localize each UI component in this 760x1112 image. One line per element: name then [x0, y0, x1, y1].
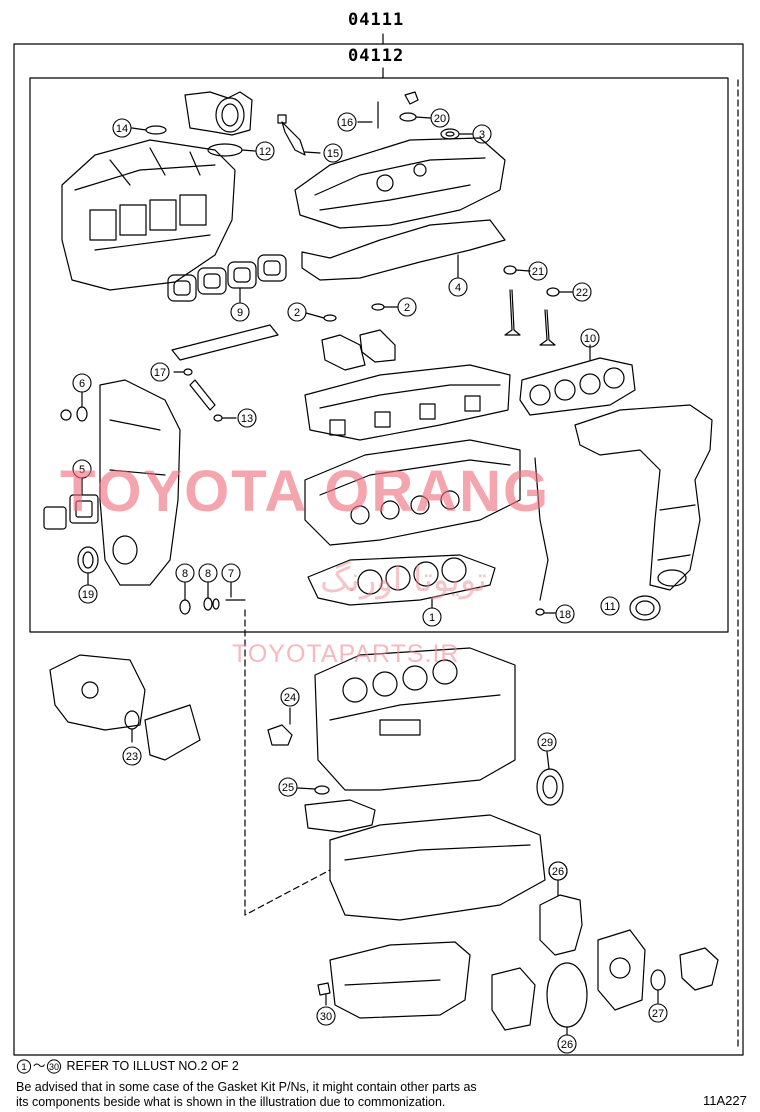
- sensor-24-shape: [267, 724, 293, 746]
- callout-1: 1: [429, 612, 435, 624]
- callout-21: 21: [532, 266, 544, 278]
- intake-gaskets-9: [167, 254, 287, 303]
- oil-seal-19-shape: [77, 546, 99, 574]
- camshaft-housing: [304, 364, 511, 441]
- advisory-line-1: Be advised that in some case of the Gask…: [16, 1080, 477, 1094]
- callout-19: 19: [82, 589, 94, 601]
- callout-4: 4: [455, 282, 461, 294]
- callout-18: 18: [559, 609, 571, 621]
- oil-bracket-25: [297, 785, 376, 833]
- intake-manifold: [61, 139, 236, 291]
- exhaust-gasket-10: [519, 344, 636, 416]
- oring-8b-shape: [203, 597, 213, 611]
- callout-22: 22: [576, 287, 588, 299]
- callout-12: 12: [259, 146, 271, 158]
- lower-left-cover: [49, 654, 201, 761]
- gasket-14-shape: [145, 125, 167, 135]
- refer-text: REFER TO ILLUST NO.2 OF 2: [66, 1059, 239, 1073]
- rear-seal-29-shape: [536, 768, 564, 806]
- outer-kit-frame: [13, 43, 744, 1056]
- seal-20-shape: [399, 112, 417, 122]
- water-pump: [597, 929, 646, 1011]
- cylinder-head-cover: [294, 91, 506, 229]
- pcv-valve: [277, 114, 306, 156]
- callout-14: 14: [116, 123, 128, 135]
- head-cover-gasket-4: [301, 219, 506, 281]
- callout-26b: 26: [561, 1039, 573, 1051]
- callout-2a: 2: [294, 307, 300, 319]
- callout-25: 25: [282, 782, 294, 794]
- cylinder-head-gasket: [307, 554, 496, 609]
- dipstick-guide: [534, 457, 549, 601]
- callout-numbers: 1 2 2 3 4 5 6 7 8 8 9 10 11 12 13 14 15 …: [79, 113, 664, 1051]
- callout-29: 29: [541, 737, 553, 749]
- callout-7: 7: [228, 568, 234, 580]
- cylinder-head: [304, 439, 521, 546]
- callout-16: 16: [341, 117, 353, 129]
- advisory-line-2: its components beside what is shown in t…: [16, 1095, 446, 1109]
- circled-number-end: 30: [46, 1059, 61, 1074]
- illustration-code: 11A227: [703, 1093, 747, 1108]
- svg-text:1: 1: [21, 1062, 26, 1073]
- gasket-5-shape: [69, 494, 99, 524]
- gasket-11-shape: [629, 595, 661, 621]
- callout-13: 13: [241, 413, 253, 425]
- circled-number-start: 1: [16, 1059, 32, 1074]
- callout-8b: 8: [205, 568, 211, 580]
- oring-8a-shape: [179, 599, 191, 615]
- callout-9: 9: [237, 307, 243, 319]
- cylinder-block: [314, 647, 516, 791]
- callout-17: 17: [154, 367, 166, 379]
- drain-plug-30: [317, 982, 331, 996]
- gasket-28-shape: [539, 894, 583, 956]
- water-outlet: [679, 947, 719, 991]
- callout-10: 10: [584, 333, 596, 345]
- oring-27-shape: [650, 969, 666, 991]
- callout-5: 5: [79, 464, 85, 476]
- subkit-part-number: 04112: [348, 46, 405, 66]
- seal-6-shape: [76, 406, 88, 422]
- throttle-body: [184, 91, 253, 136]
- gasket-26-lower-shape: [546, 962, 588, 1028]
- dashed-connector: [244, 609, 331, 916]
- callout-30: 30: [320, 1011, 332, 1023]
- callout-24: 24: [284, 692, 296, 704]
- callout-2b: 2: [404, 302, 410, 314]
- watermark-site: TOYOTAPARTS.IR: [232, 640, 460, 668]
- callout-15: 15: [327, 148, 339, 160]
- callout-3: 3: [479, 129, 485, 141]
- upper-oil-pan: [329, 814, 546, 921]
- callout-27: 27: [652, 1008, 664, 1020]
- exhaust-manifold: [574, 404, 713, 591]
- callout-20: 20: [434, 113, 446, 125]
- timing-chain-cover: [99, 379, 181, 586]
- callout-26a: 26: [552, 866, 564, 878]
- range-separator: ～: [33, 1059, 46, 1073]
- valves: [503, 265, 573, 346]
- watermark-brand: TOYOTA ORANG: [60, 459, 551, 524]
- inner-kit-frame: [29, 77, 729, 633]
- oil-pump-housing: [491, 967, 536, 1031]
- refer-note: 1 ～ 30 REFER TO ILLUST NO.2 OF 2: [16, 1059, 239, 1074]
- callout-6: 6: [79, 378, 85, 390]
- callout-circles: [72, 108, 668, 1054]
- callout-8a: 8: [182, 568, 188, 580]
- svg-text:30: 30: [49, 1062, 59, 1072]
- callout-11: 11: [604, 601, 615, 613]
- ring-3-shape: [440, 128, 460, 140]
- kit-part-number: 04111: [348, 10, 405, 30]
- fuel-rail: [171, 324, 279, 422]
- callout-23: 23: [126, 751, 138, 763]
- watermark-persian: تویوتا اورنگ: [320, 560, 487, 600]
- cam-brackets: [305, 303, 399, 371]
- lower-oil-pan: [329, 941, 471, 1019]
